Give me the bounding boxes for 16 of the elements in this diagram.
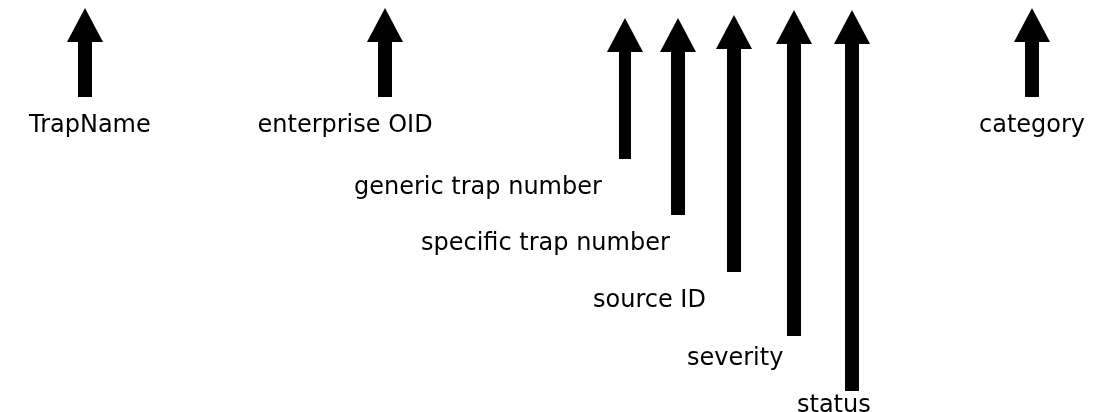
field-label: TrapName (29, 96, 151, 138)
arrow (67, 8, 103, 97)
field-label: enterprise OID (257, 96, 433, 138)
field-label: category (979, 96, 1086, 138)
field-label: source ID (593, 271, 746, 313)
field-label: severity (687, 335, 807, 371)
field-label: status (797, 390, 871, 412)
arrow (776, 10, 812, 336)
arrow (367, 8, 403, 97)
field-label: generic trap number (354, 158, 637, 200)
arrow (660, 18, 696, 215)
arrow (1014, 8, 1050, 97)
arrow (716, 15, 752, 272)
arrow (607, 18, 643, 159)
field-label: specific trap number (421, 214, 690, 256)
arrow (834, 10, 870, 391)
